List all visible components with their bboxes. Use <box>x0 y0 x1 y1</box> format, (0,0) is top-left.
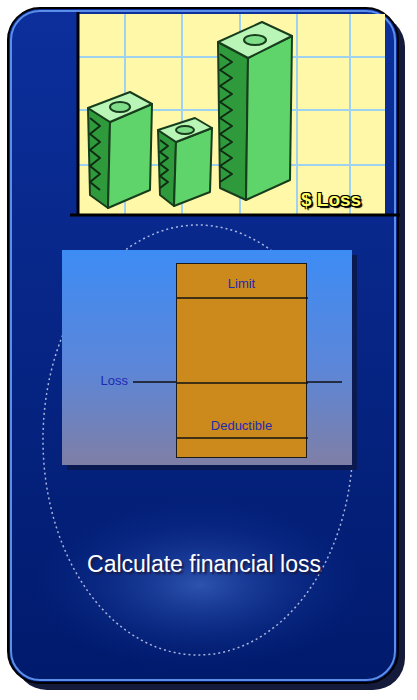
loss-label: Loss <box>70 374 128 389</box>
deductible-label: Deductible <box>179 419 304 434</box>
loss-panel: LimitDeductibleLoss <box>62 250 352 465</box>
axis-label: $ Loss <box>301 189 361 211</box>
deductible-line <box>177 437 308 438</box>
card-node: LimitDeductibleLossCalculate financial l… <box>8 8 398 683</box>
money-stacks <box>88 22 292 208</box>
card-shape <box>8 8 398 683</box>
card-caption: Calculate financial loss <box>28 551 380 577</box>
limit-label: Limit <box>179 277 304 292</box>
chart <box>70 12 400 216</box>
loss-line <box>133 381 176 382</box>
limit-line <box>177 297 308 298</box>
layer-box: LimitDeductible <box>176 263 307 458</box>
card-rim <box>11 11 395 680</box>
loss-line <box>307 381 342 382</box>
card-glow <box>30 500 370 670</box>
dotted-circle <box>43 225 353 655</box>
loss-line <box>177 382 308 383</box>
